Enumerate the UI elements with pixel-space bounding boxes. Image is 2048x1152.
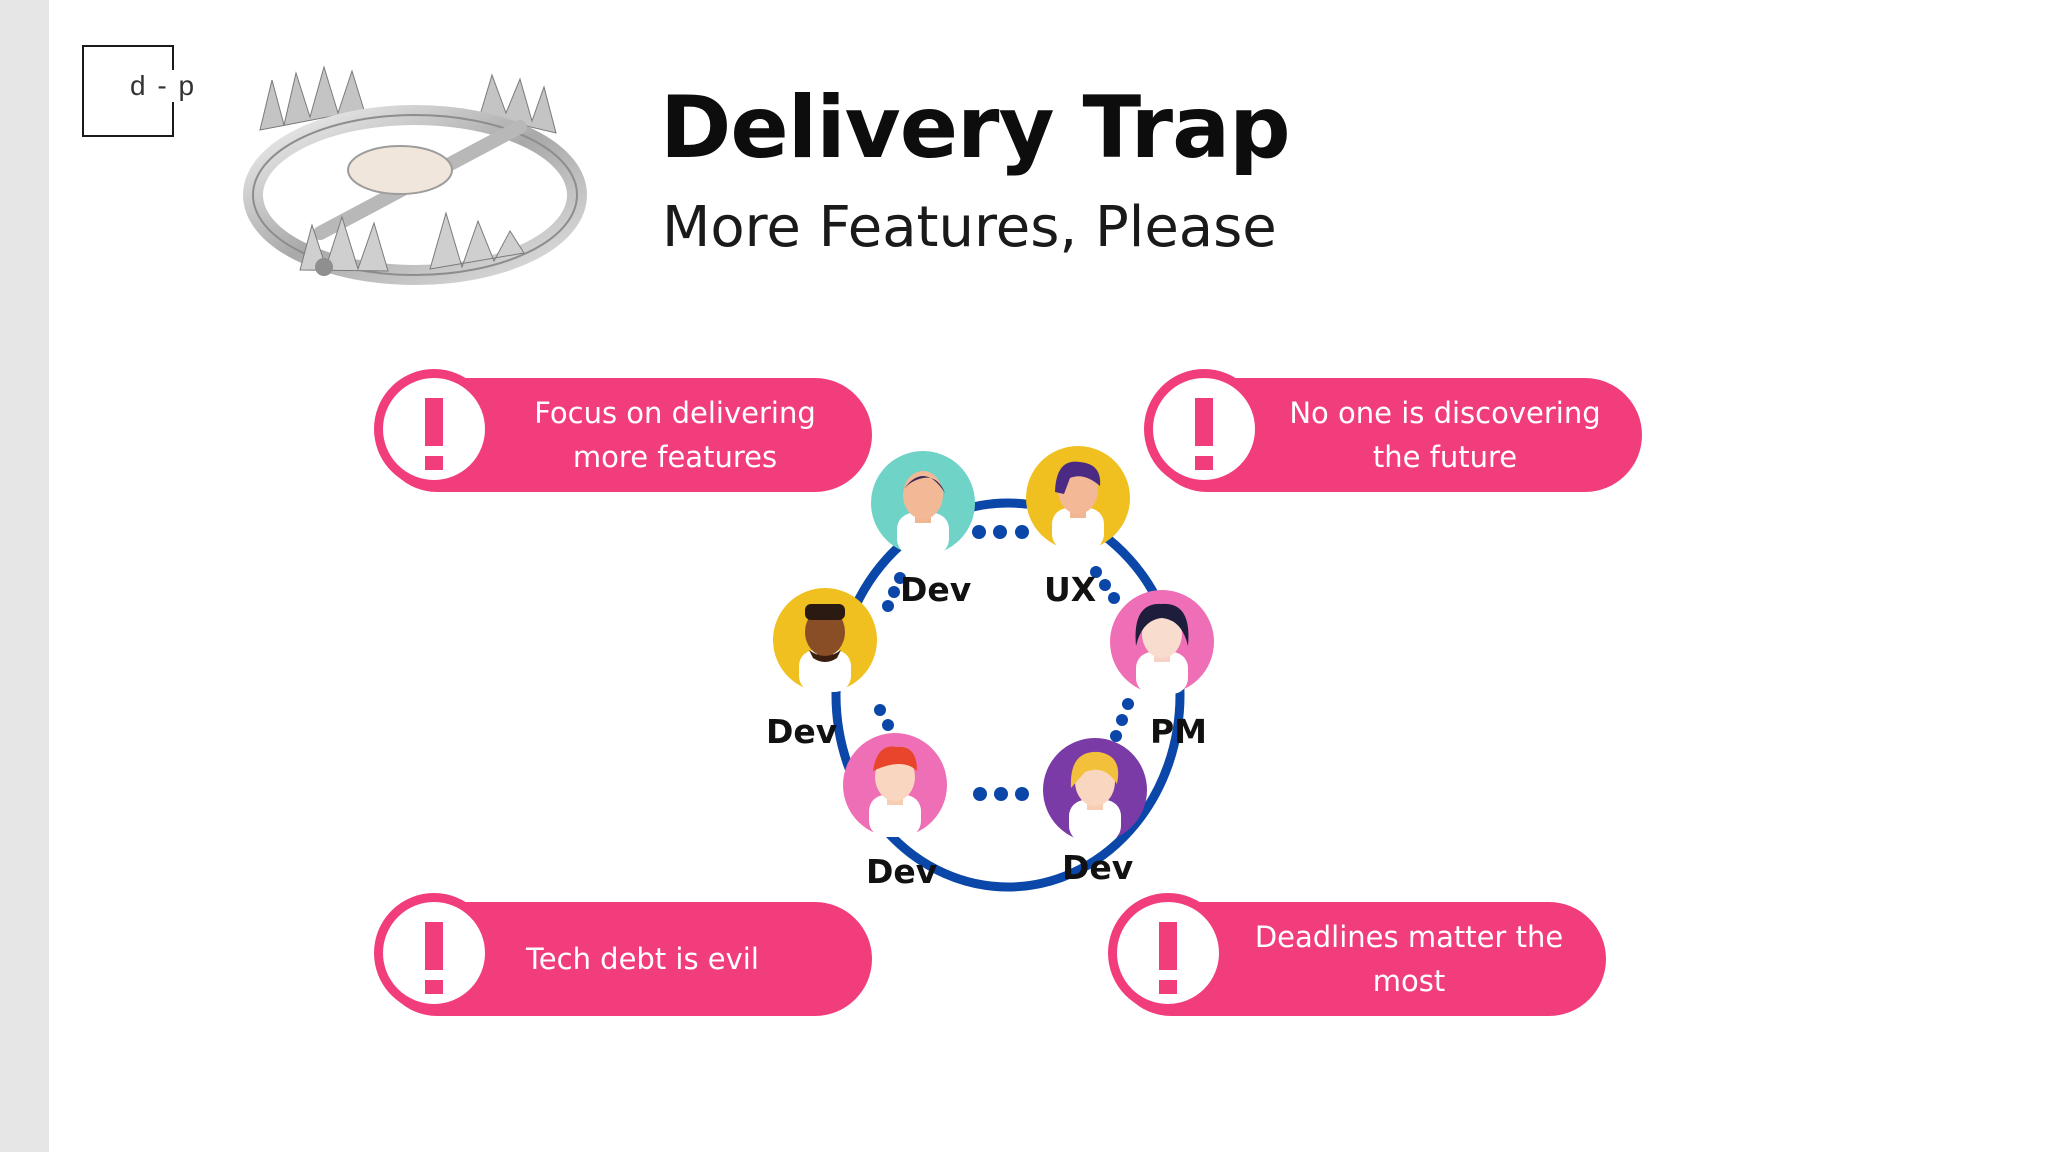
left-margin-strip: [0, 0, 49, 1152]
role-label-dev-left: Dev: [766, 712, 838, 751]
role-label-pm: PM: [1150, 712, 1208, 751]
callout-text: Focus on delivering more features: [534, 396, 816, 474]
connector-dots: [874, 525, 1134, 801]
callout-deadlines: Deadlines matter the most: [1108, 893, 1606, 1016]
callout-no-discovery: No one is discovering the future: [1144, 369, 1642, 492]
avatar-dev-bottom-left: [843, 733, 947, 837]
role-label-dev-top: Dev: [900, 570, 972, 609]
callout-text: Deadlines matter the most: [1254, 920, 1564, 998]
callout-focus-features: Focus on delivering more features: [374, 369, 872, 492]
exclamation-icon: [1108, 893, 1228, 1013]
callout-tech-debt: Tech debt is evil: [374, 893, 872, 1016]
exclamation-icon: [1144, 369, 1264, 489]
callout-text: Tech debt is evil: [526, 942, 759, 976]
role-label-ux: UX: [1044, 570, 1097, 609]
avatar-pm: [1110, 590, 1214, 694]
page-subtitle: More Features, Please: [662, 195, 1277, 260]
callout-text: No one is discovering the future: [1289, 396, 1601, 474]
team-network-diagram: [773, 446, 1214, 892]
exclamation-icon: [374, 369, 494, 489]
avatar-ux: [1026, 446, 1130, 550]
avatar-dev-bottom-right: [1043, 738, 1147, 842]
role-label-dev-bottom-right: Dev: [1062, 848, 1134, 887]
exclamation-icon: [374, 893, 494, 1013]
page-title: Delivery Trap: [660, 78, 1291, 178]
avatar-dev-top: [871, 451, 975, 555]
logo-text: d - p: [128, 70, 199, 102]
role-label-dev-bottom-left: Dev: [866, 852, 938, 891]
avatar-dev-left: [773, 588, 877, 692]
bear-trap-illustration: [243, 65, 587, 285]
